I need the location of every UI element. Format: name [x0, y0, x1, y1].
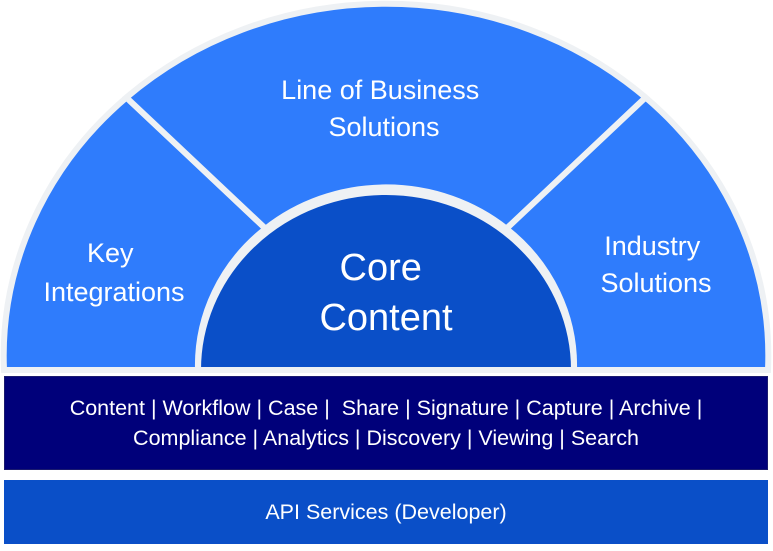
capabilities-band: Content | Workflow | Case | Share | Sign… — [4, 376, 768, 470]
segment-line-of-business — [121, 0, 651, 233]
line-of-business-label: Line of Business Solutions — [281, 75, 487, 142]
api-services-band: API Services (Developer) — [4, 480, 768, 544]
industry-solutions-label: Industry Solutions — [600, 231, 711, 298]
core-content-label: Core Content — [319, 247, 453, 339]
capabilities-line-2: Compliance | Analytics | Discovery | Vie… — [133, 426, 639, 450]
core-content-semicircle — [194, 189, 578, 373]
key-integrations-label: Key Integrations — [43, 238, 184, 307]
capabilities-line-1: Content | Workflow | Case | Share | Sign… — [69, 396, 703, 420]
api-services-label: API Services (Developer) — [265, 499, 507, 524]
